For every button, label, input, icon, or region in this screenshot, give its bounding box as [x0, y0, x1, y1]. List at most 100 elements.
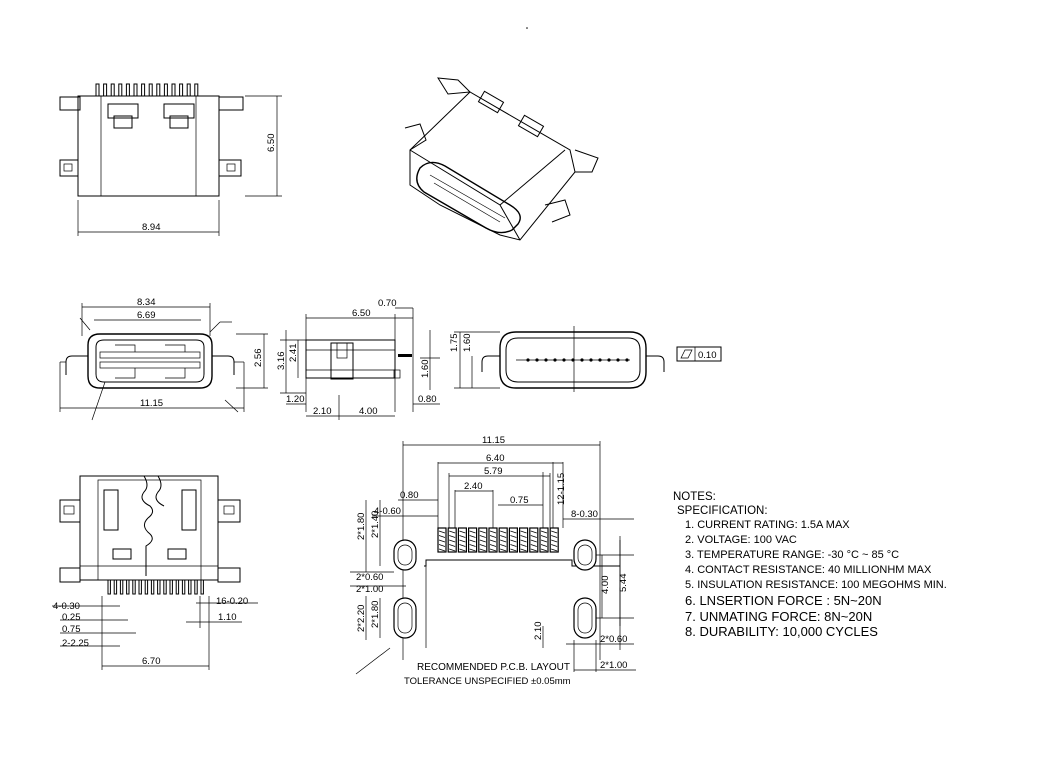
- pad-hatch: [479, 548, 486, 552]
- rear-view-contacts: [526, 358, 629, 362]
- pcb-d-210-dim: 2.10: [533, 622, 544, 641]
- pin: [188, 579, 192, 595]
- rear-view: 1.75 1.60 0.10: [449, 326, 722, 392]
- signal-pad: [508, 527, 518, 553]
- pin: [169, 579, 173, 595]
- pin: [103, 83, 108, 97]
- note-item: 3. TEMPERATURE RANGE: -30 °C ~ 85 °C: [685, 549, 900, 561]
- pad-hatch: [510, 548, 517, 552]
- rear-d-160-dim: 1.60: [462, 334, 473, 353]
- pin: [138, 579, 142, 595]
- pin: [118, 83, 123, 97]
- pad-hatch: [510, 530, 517, 534]
- pad-hatch: [551, 548, 558, 552]
- pin: [200, 579, 204, 595]
- pin: [133, 83, 138, 97]
- pad-hatch: [469, 535, 476, 538]
- pcb-d-1115b-dim: 12-1.15: [556, 473, 567, 505]
- pcb-tolerance-note: TOLERANCE UNSPECIFIED ±0.05mm: [404, 676, 571, 687]
- pad-hatch: [500, 535, 507, 538]
- pad-hatch: [469, 544, 476, 547]
- pin: [125, 83, 130, 97]
- pin: [194, 579, 198, 595]
- bottom-width-dim: 6.70: [142, 656, 161, 667]
- pad-hatch: [540, 548, 548, 552]
- top-view-pins: [95, 83, 199, 97]
- bottom-d-225-dim: 2-2.25: [62, 638, 89, 649]
- contact-dot: [607, 358, 611, 362]
- pin: [156, 83, 161, 97]
- pcb-d-2100-dim: 2*1.00: [356, 584, 383, 595]
- signal-pad: [468, 527, 478, 553]
- bottom-view-pins: [107, 579, 204, 595]
- bottom-d-110-dim: 1.10: [218, 612, 237, 623]
- pin: [110, 83, 115, 97]
- pcb-d-2060b-dim: 2*0.60: [600, 634, 627, 645]
- pad-hatch: [500, 539, 507, 543]
- pad-hatch: [530, 548, 537, 552]
- specification-notes: NOTES: SPECIFICATION: 1. CURRENT RATING:…: [673, 490, 1013, 640]
- pad-hatch: [540, 544, 548, 547]
- side-d-160-dim: 1.60: [420, 360, 431, 379]
- pad-hatch: [520, 539, 527, 543]
- contact-dot: [562, 358, 566, 362]
- pad-hatch: [520, 535, 527, 538]
- pin: [148, 83, 153, 97]
- top-view-height-dim: 6.50: [266, 134, 277, 153]
- flatness-tolerance: 0.10: [698, 350, 717, 361]
- contact-dot: [535, 358, 539, 362]
- pcb-d-2140-dim: 2*1.40: [370, 511, 381, 538]
- pad-hatch: [449, 535, 456, 538]
- pin: [119, 579, 124, 595]
- pad-hatch: [438, 539, 446, 543]
- signal-pad: [498, 527, 508, 553]
- contact-dot: [598, 358, 602, 362]
- pad-hatch: [459, 539, 466, 543]
- signal-pad: [457, 527, 467, 553]
- pad-hatch: [551, 539, 558, 543]
- pad-hatch: [551, 535, 558, 538]
- pad-hatch: [479, 539, 486, 543]
- pad-hatch: [489, 548, 497, 552]
- signal-pad: [518, 527, 529, 553]
- pin: [150, 579, 155, 595]
- pin: [132, 579, 136, 595]
- pin: [163, 83, 168, 97]
- contact-dot: [544, 358, 548, 362]
- pad-hatch: [510, 539, 517, 543]
- pcb-d-2180-dim: 2*1.80: [356, 513, 367, 540]
- pcb-d-2180b-dim: 2*1.80: [370, 601, 381, 628]
- pad-hatch: [551, 530, 558, 534]
- pad-hatch: [500, 544, 507, 547]
- pcb-d-4060-dim: 4-0.60: [374, 506, 401, 517]
- contact-dot: [580, 358, 584, 362]
- signal-pad: [437, 527, 447, 553]
- pin: [179, 83, 184, 97]
- pad-hatch: [510, 535, 517, 538]
- front-outer-width-dim: 8.34: [137, 297, 156, 308]
- pad-hatch: [459, 544, 466, 547]
- pad-hatch: [449, 539, 456, 543]
- note-item: 8. DURABILITY: 10,000 CYCLES: [685, 624, 878, 639]
- side-view: 6.50 0.70 3.16 2.41 1.60 1.20 2.10 4.00 …: [276, 298, 440, 420]
- contact-dot: [553, 358, 557, 362]
- pad-hatch: [500, 530, 507, 534]
- note-item: 2. VOLTAGE: 100 VAC: [685, 534, 797, 546]
- pad-hatch: [489, 544, 497, 547]
- note-item: 6. LNSERTION FORCE : 5N~20N: [685, 593, 882, 608]
- pin: [186, 83, 191, 97]
- front-view: 8.34 6.69 11.15 2.56: [59, 297, 268, 421]
- pad-hatch: [530, 530, 537, 534]
- pad-hatch: [510, 544, 517, 547]
- pad-hatch: [459, 530, 466, 534]
- note-item: 4. CONTACT RESISTANCE: 40 MILLIONHM MAX: [685, 564, 932, 576]
- pin: [107, 579, 111, 595]
- pad-hatch: [530, 539, 537, 543]
- side-d-400-dim: 4.00: [359, 406, 378, 417]
- pad-hatch: [479, 530, 486, 534]
- pad-hatch: [469, 548, 476, 552]
- contact-dot: [589, 358, 593, 362]
- note-item: 5. INSULATION RESISTANCE: 100 MEGOHMS MI…: [685, 579, 947, 591]
- pin: [126, 579, 130, 595]
- pcb-d-075-dim: 0.75: [510, 495, 529, 506]
